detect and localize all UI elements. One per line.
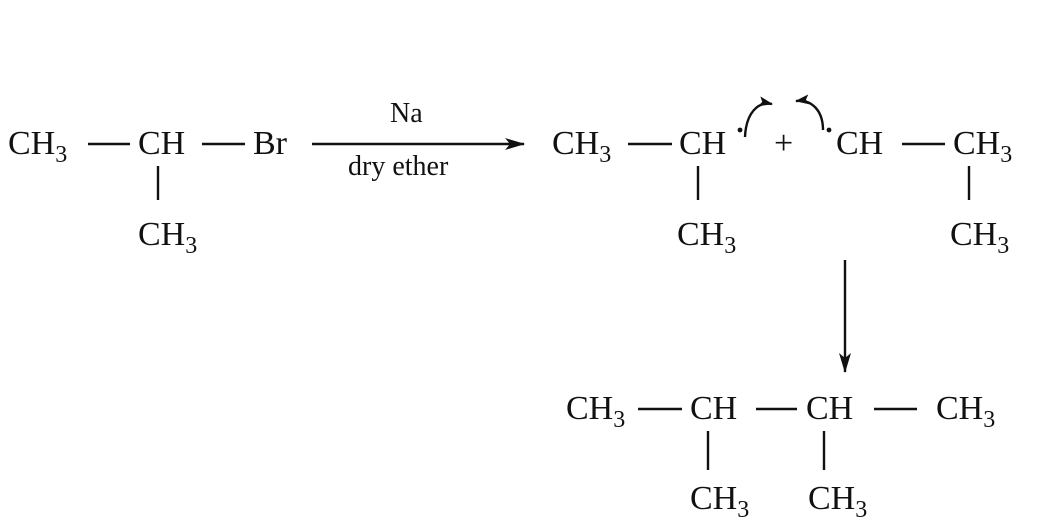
radical-left-ch: CH — [679, 125, 727, 162]
product-ch-2: CH — [806, 390, 854, 427]
plus-sign: + — [774, 125, 794, 162]
radical-right-ch3: CH3 — [953, 125, 1013, 168]
radical-left-unpaired-electron — [737, 127, 743, 133]
product-ch3-1: CH3 — [566, 390, 626, 433]
reactant-ch: CH — [138, 125, 186, 162]
fishhook-arrow-left — [743, 96, 773, 138]
product-ch3-below-2: CH3 — [808, 480, 868, 523]
reagent-label: Na — [390, 98, 423, 129]
reactant-br: Br — [253, 125, 287, 162]
radical-left-ch3: CH3 — [552, 125, 612, 168]
fishhook-arrow-right — [795, 94, 825, 131]
radical-right-ch: CH — [836, 125, 884, 162]
reactant-ch3-left: CH3 — [8, 125, 68, 168]
solvent-label: dry ether — [348, 151, 449, 182]
radical-left-ch3-below: CH3 — [677, 216, 737, 259]
product-ch3-below-1: CH3 — [690, 480, 750, 523]
radical-right-ch3-below: CH3 — [950, 216, 1010, 259]
product-ch-1: CH — [690, 390, 738, 427]
product-ch3-2: CH3 — [936, 390, 996, 433]
radical-right-unpaired-electron — [826, 127, 832, 133]
reactant-ch3-below: CH3 — [138, 216, 198, 259]
